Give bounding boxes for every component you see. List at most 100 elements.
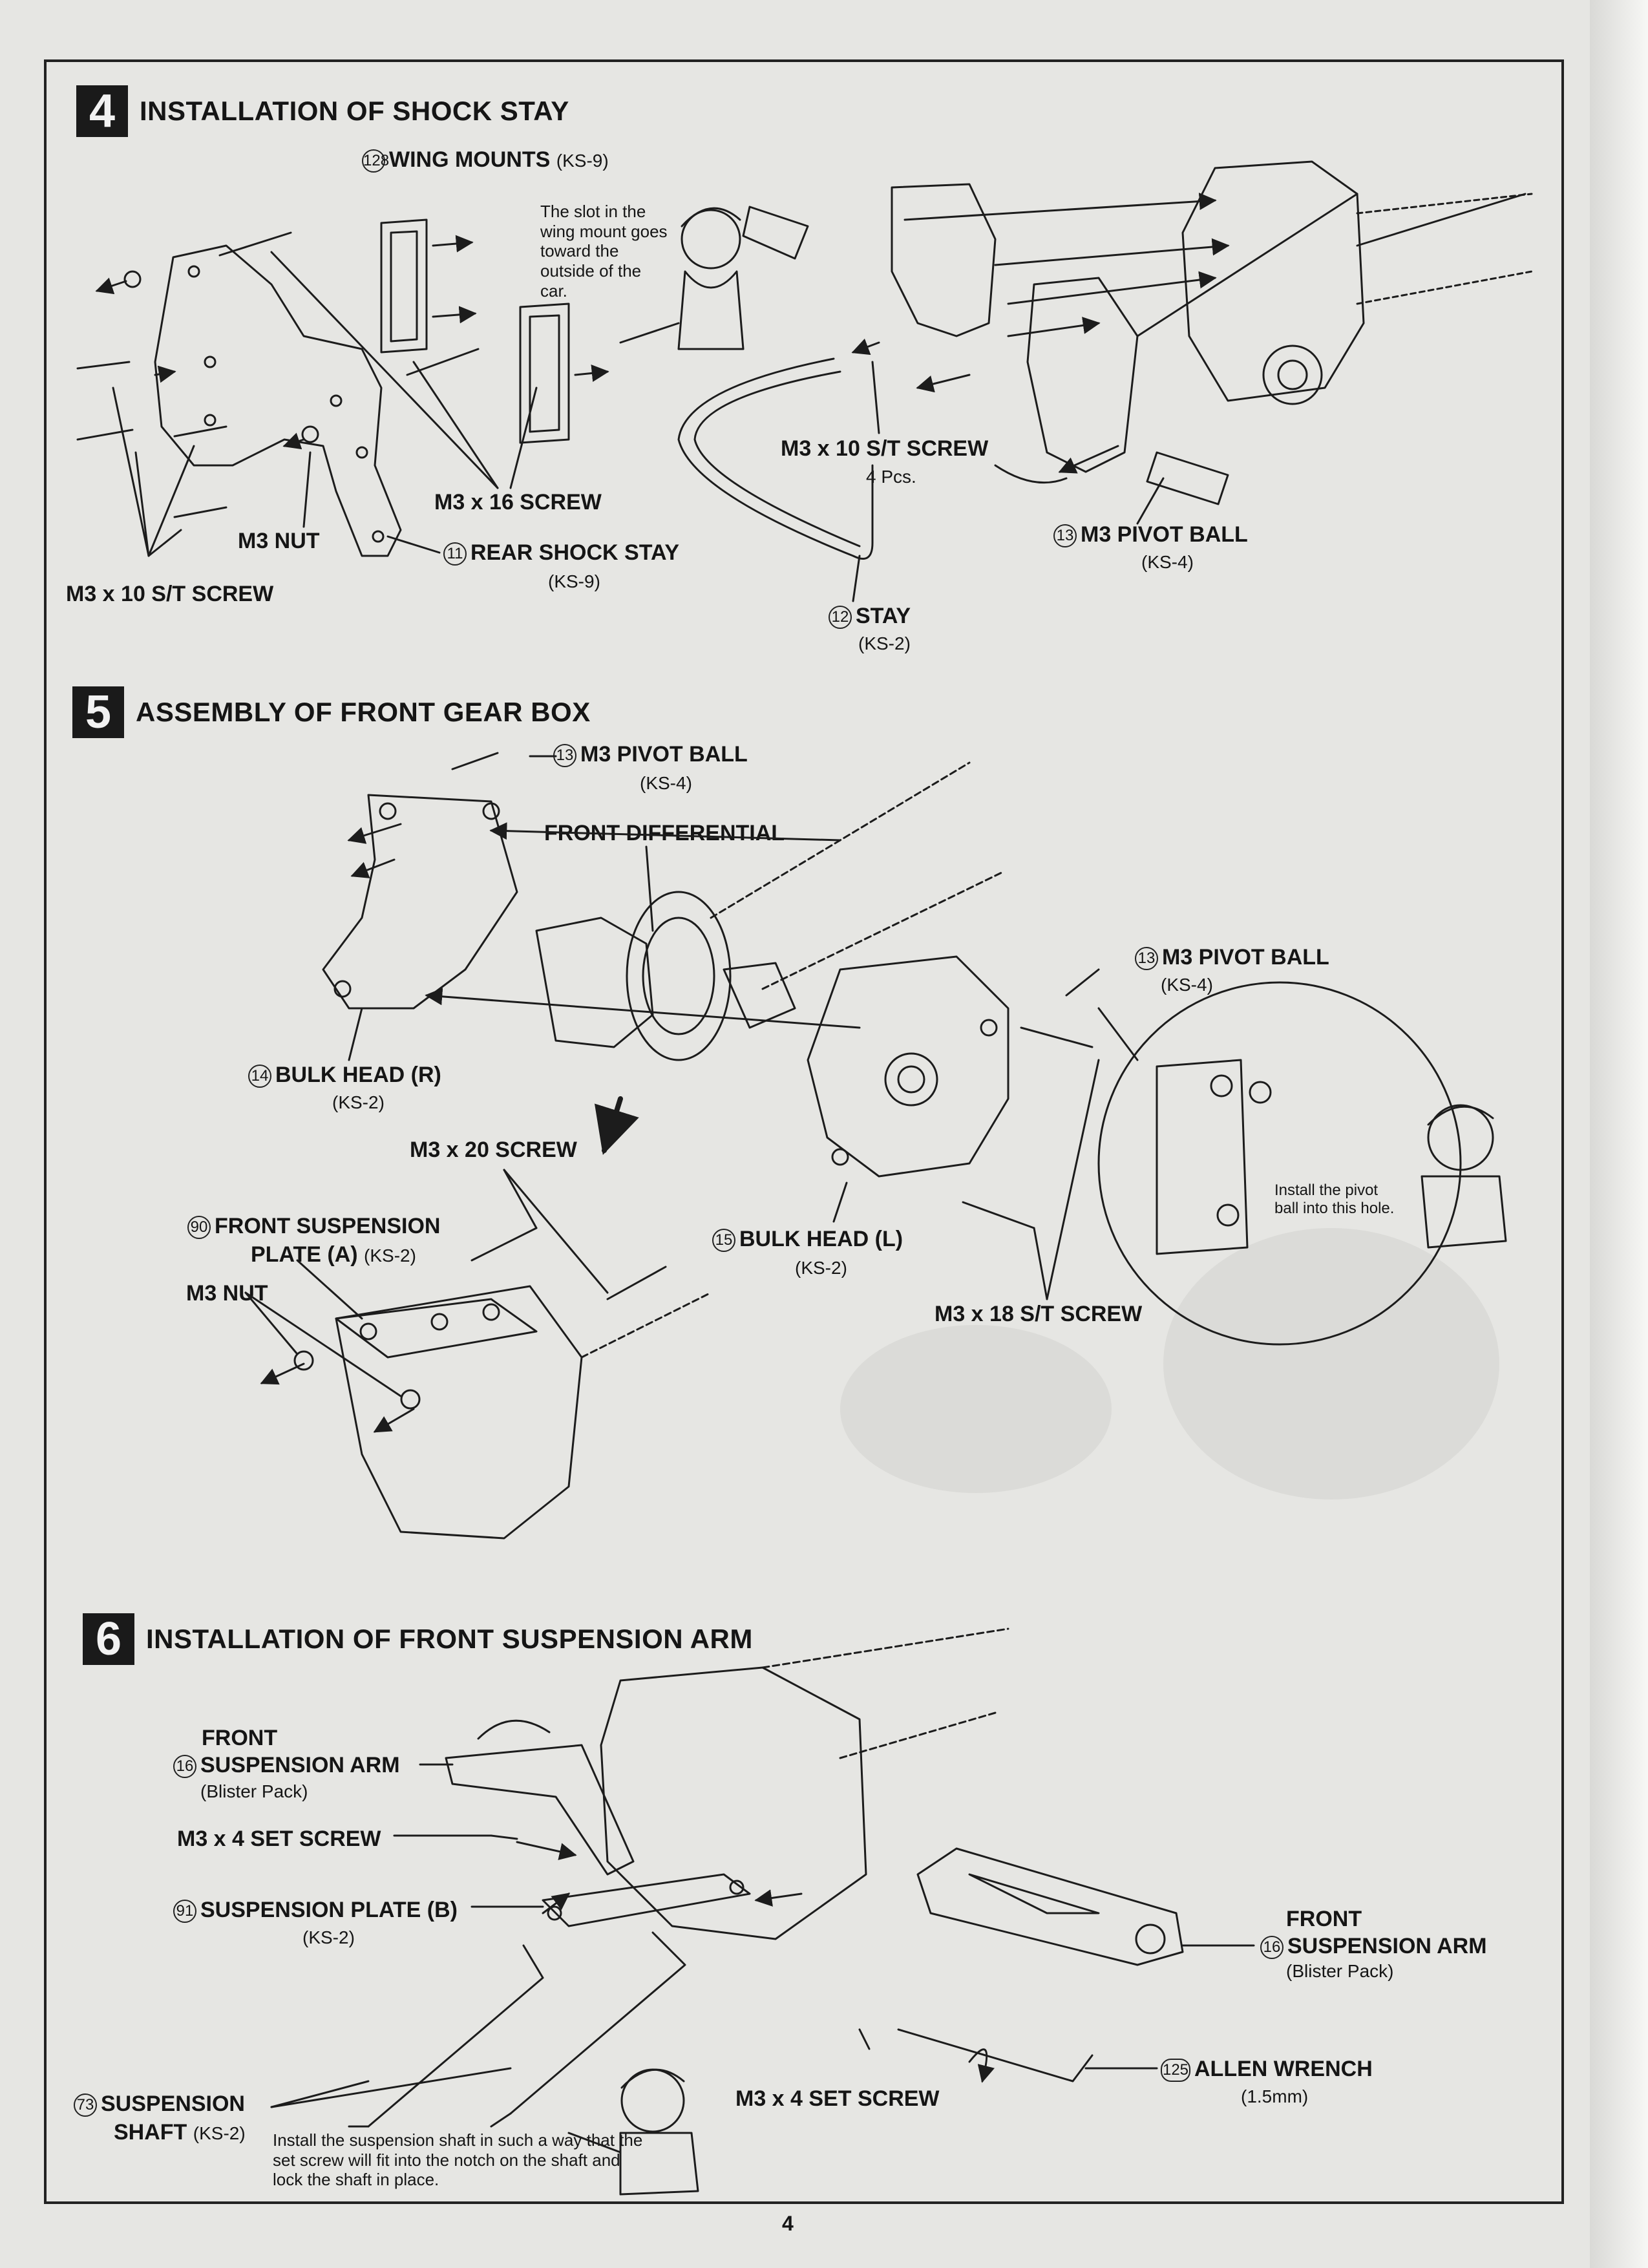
mascot-illustration xyxy=(619,207,745,350)
screws-section5 xyxy=(451,752,1100,1300)
belt-drawing xyxy=(1356,193,1533,305)
section-5-header: 5 ASSEMBLY OF FRONT GEAR BOX xyxy=(72,686,591,738)
pivot-ball-code: (KS-4) xyxy=(1141,552,1194,572)
bulk-head-r-code: (KS-2) xyxy=(332,1092,385,1112)
part-name: FRONT SUSPENSION xyxy=(215,1214,441,1238)
part-number: 15 xyxy=(712,1229,735,1253)
wing-mounts-label: 128WING MOUNTS (KS-9) xyxy=(362,147,609,173)
section-number: 4 xyxy=(76,85,128,137)
part-code: (KS-2) xyxy=(193,2123,246,2143)
leader-lines-section5 xyxy=(244,755,1100,1397)
part-name: SUSPENSION ARM xyxy=(1287,1934,1487,1958)
suspension-shafts-drawing xyxy=(348,1931,686,2128)
quantity-label: 4 Pcs. xyxy=(866,467,916,487)
screws-section4-left xyxy=(76,231,480,518)
part-name: PLATE (A) xyxy=(251,1242,358,1267)
part-name: STAY xyxy=(856,604,911,628)
front-differential-drawing xyxy=(535,891,796,1061)
m3x18-st-screw-label: M3 x 18 S/T SCREW xyxy=(935,1302,1143,1326)
front-arm-left-sub: (Blister Pack) xyxy=(200,1781,308,1801)
arrows-section4-left xyxy=(95,235,609,450)
part-number: 14 xyxy=(248,1065,271,1088)
pivot-ball-right-code: (KS-4) xyxy=(1161,975,1213,995)
arrows-section5 xyxy=(260,822,861,1433)
m3x4-set-screw-top-label: M3 x 4 SET SCREW xyxy=(177,1827,381,1851)
part-name: SUSPENSION ARM xyxy=(200,1753,400,1777)
front-arm-right-sub: (Blister Pack) xyxy=(1286,1961,1394,1981)
part-number: 90 xyxy=(187,1216,211,1240)
m3x20-screw-label: M3 x 20 SCREW xyxy=(410,1138,577,1162)
part-code: (KS-2) xyxy=(364,1245,416,1266)
stay-code: (KS-2) xyxy=(858,633,911,653)
arrows-section4-right xyxy=(851,193,1230,474)
leader-lines-section4-right xyxy=(852,361,1165,602)
part-name: WING MOUNTS xyxy=(389,147,551,172)
bulk-head-l-code: (KS-2) xyxy=(795,1258,847,1278)
pivot-ball-top-code: (KS-4) xyxy=(640,773,692,793)
part-code: (KS-9) xyxy=(556,151,609,171)
part-name: M3 PIVOT BALL xyxy=(1081,522,1248,547)
part-number: 91 xyxy=(173,1900,196,1924)
suspension-arm-left-drawing xyxy=(445,1719,635,1876)
leader-lines-section4-left xyxy=(112,251,538,557)
rear-shock-stay-drawing xyxy=(154,244,402,557)
part-number: 13 xyxy=(1135,947,1158,971)
shaft-note: Install the suspension shaft in such a w… xyxy=(273,2130,643,2190)
section-4-header: 4 INSTALLATION OF SHOCK STAY xyxy=(76,85,569,137)
part-name: ALLEN WRENCH xyxy=(1194,2057,1373,2081)
set-screws-section6 xyxy=(490,1834,871,2050)
pivot-ball-callout xyxy=(1097,981,1462,1346)
part-name: BULK HEAD (R) xyxy=(275,1063,441,1087)
mascot-callout xyxy=(1421,1104,1507,1249)
part-name: REAR SHOCK STAY xyxy=(470,540,680,565)
front-susp-plate-label-2: PLATE (A) (KS-2) xyxy=(251,1242,416,1267)
gearbox-rear-drawing xyxy=(891,160,1527,473)
sw-lock-tags xyxy=(742,206,1229,505)
part-name: M3 PIVOT BALL xyxy=(580,742,748,767)
install-pivot-note: Install the pivot ball into this hole. xyxy=(1274,1182,1395,1218)
part-number: 13 xyxy=(553,744,576,768)
part-name: SUSPENSION xyxy=(101,2092,245,2116)
paper-stain xyxy=(840,1325,1112,1493)
mascot-section6 xyxy=(567,2068,699,2196)
part-number: 16 xyxy=(173,1755,196,1779)
front-arm-right-label-1: FRONT xyxy=(1286,1907,1362,1931)
part-number: 16 xyxy=(1260,1936,1284,1960)
rear-shock-stay-code: (KS-9) xyxy=(548,571,600,591)
part-name: M3 PIVOT BALL xyxy=(1162,945,1329,970)
m3x10-st-screw-label: M3 x 10 S/T SCREW xyxy=(66,582,274,606)
allen-wrench-drawing xyxy=(897,2028,1093,2083)
front-gearbox-lower-drawing xyxy=(293,1285,712,1540)
wing-mount-drawings xyxy=(380,218,570,444)
m3x10-st-screw-right-label: M3 x 10 S/T SCREW xyxy=(781,436,989,461)
section-title: INSTALLATION OF SHOCK STAY xyxy=(140,96,569,126)
front-belt-drawing xyxy=(710,761,1003,990)
section-title: ASSEMBLY OF FRONT GEAR BOX xyxy=(136,697,591,727)
page-frame xyxy=(44,59,1564,2204)
page-number: 4 xyxy=(782,2212,794,2235)
suspension-arm-right-drawing xyxy=(916,1847,1184,1966)
section-number: 6 xyxy=(83,1613,134,1665)
front-gearbox-section6-drawing xyxy=(600,1627,1009,1940)
part-name: SHAFT xyxy=(114,2120,187,2145)
part-number: 125 xyxy=(1161,2059,1190,2083)
part-number: 11 xyxy=(443,542,467,566)
leader-lines-section6 xyxy=(270,1763,1255,2108)
section-6-header: 6 INSTALLATION OF FRONT SUSPENSION ARM xyxy=(83,1613,753,1665)
section-number: 5 xyxy=(72,686,124,738)
bulk-head-r-drawing xyxy=(322,794,518,1010)
part-name: BULK HEAD (L) xyxy=(739,1227,903,1251)
susp-shaft-label-2: SHAFT (KS-2) xyxy=(114,2120,246,2145)
